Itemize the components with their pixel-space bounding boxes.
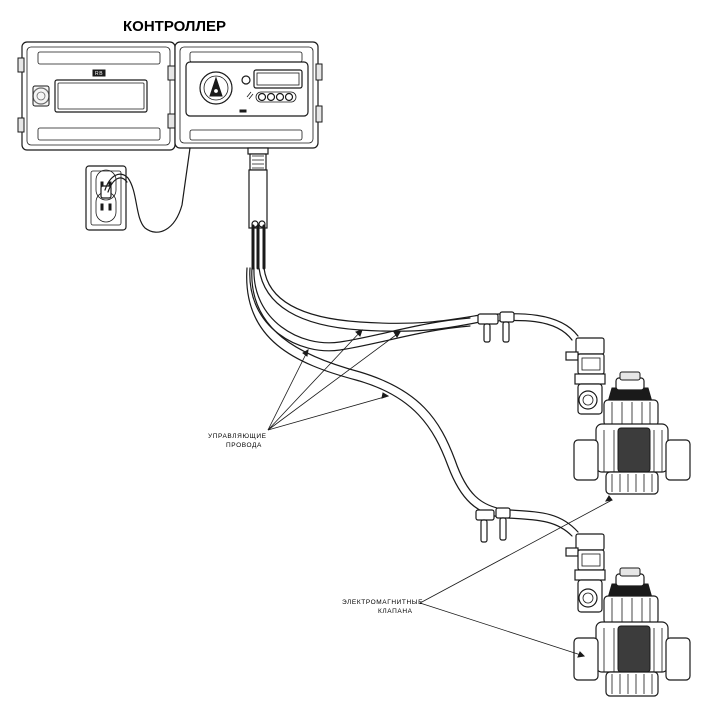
valves-leader-lines xyxy=(419,495,613,658)
solenoid-valves-label-line1: ЭЛЕКТРОМАГНИТНЫЕ xyxy=(342,599,423,606)
power-cord xyxy=(104,147,191,233)
controller-badge: RB xyxy=(95,71,103,77)
solenoid-valves-label-line2: КЛАПАНА xyxy=(378,608,413,615)
controller-body xyxy=(174,41,323,149)
power-outlet xyxy=(85,165,127,231)
controller-title: КОНТРОЛЛЕР xyxy=(123,18,226,35)
controller-display xyxy=(253,69,303,89)
control-wires-label-line1: УПРАВЛЯЮЩИЕ xyxy=(208,433,267,440)
controller-unit: RB xyxy=(17,41,323,151)
controller-buttons xyxy=(255,91,297,103)
solenoid-valve-2 xyxy=(565,533,691,697)
controller-door: RB xyxy=(17,41,176,151)
controller-button-small xyxy=(241,75,251,85)
solenoid-valve-1 xyxy=(565,337,691,495)
control-wires-label-line2: ПРОВОДА xyxy=(226,442,262,449)
wire-conduit xyxy=(247,147,269,229)
control-wires xyxy=(246,224,579,543)
wires-leader-lines xyxy=(267,329,401,431)
